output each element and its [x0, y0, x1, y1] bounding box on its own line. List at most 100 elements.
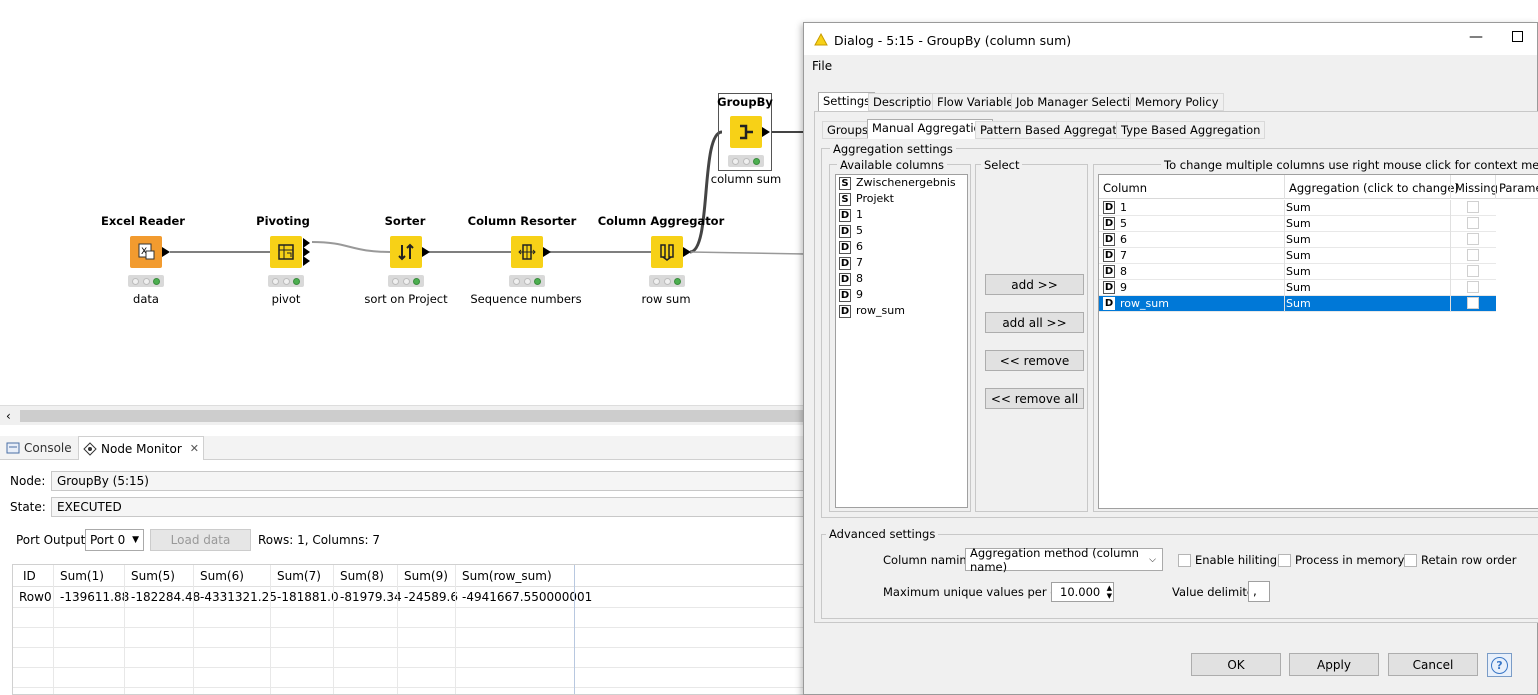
agg-method[interactable]: Sum	[1286, 249, 1311, 262]
sorter-node[interactable]	[390, 236, 422, 268]
agg-method[interactable]: Sum	[1286, 217, 1311, 230]
scroll-left-icon[interactable]: ‹	[6, 409, 11, 423]
table-row[interactable]: Row0 -139611.88 -182284.48 -4331321.25 -…	[13, 587, 804, 607]
menu-file[interactable]: File	[812, 59, 833, 73]
retain-row-order-checkbox[interactable]: Retain row order	[1404, 553, 1516, 567]
tab-type-based-aggregation[interactable]: Type Based Aggregation	[1116, 121, 1266, 139]
output-port[interactable]	[762, 127, 770, 137]
add-button[interactable]: add >>	[985, 274, 1084, 295]
scrollbar-thumb[interactable]	[20, 410, 805, 422]
workflow-canvas[interactable]: Excel Reader X data Pivoting pivot Sorte…	[0, 0, 805, 405]
ok-button[interactable]: OK	[1191, 653, 1281, 676]
output-port[interactable]	[162, 247, 170, 257]
port-select[interactable]: Port 0 ▼	[85, 529, 144, 551]
result-table[interactable]: ID Sum(1) Sum(5) Sum(6) Sum(7) Sum(8) Su…	[12, 564, 805, 695]
node-label-data[interactable]: data	[133, 292, 159, 306]
header-sum-5[interactable]: Sum(5)	[131, 569, 175, 583]
missing-checkbox[interactable]	[1467, 249, 1479, 261]
checkbox-box[interactable]	[1404, 553, 1417, 567]
output-port[interactable]	[683, 247, 691, 257]
header-parameter[interactable]: Paramet	[1499, 181, 1538, 195]
missing-checkbox[interactable]	[1467, 201, 1479, 213]
header-aggregation[interactable]: Aggregation (click to change)	[1289, 181, 1459, 195]
output-port[interactable]	[303, 247, 310, 257]
missing-checkbox[interactable]	[1467, 297, 1479, 309]
header-sum-6[interactable]: Sum(6)	[200, 569, 244, 583]
header-sum-9[interactable]: Sum(9)	[404, 569, 448, 583]
spinner-arrows-icon[interactable]: ▲▼	[1106, 584, 1112, 600]
tab-job-manager-selection[interactable]: Job Manager Selection	[1011, 93, 1150, 111]
aggregation-table[interactable]: Column Aggregation (click to change) Mis…	[1098, 174, 1538, 509]
minimize-icon[interactable]: —	[1469, 29, 1483, 45]
value-delimiter-input[interactable]: ,	[1248, 581, 1270, 602]
canvas-horizontal-scrollbar[interactable]: ‹	[0, 405, 805, 425]
header-id[interactable]: ID	[23, 569, 36, 583]
help-button[interactable]: ?	[1487, 653, 1512, 677]
checkbox-box[interactable]	[1278, 553, 1291, 567]
tab-node-monitor[interactable]: Node Monitor ✕	[78, 436, 204, 460]
checkbox-box[interactable]	[1178, 553, 1191, 567]
load-data-button[interactable]: Load data	[150, 529, 251, 551]
agg-method[interactable]: Sum	[1286, 233, 1311, 246]
agg-method[interactable]: Sum	[1286, 281, 1311, 294]
node-label-sequence-numbers[interactable]: Sequence numbers	[470, 292, 582, 306]
node-label-column-sum[interactable]: column sum	[710, 172, 782, 186]
cancel-button[interactable]: Cancel	[1388, 653, 1478, 676]
node-label-pivot[interactable]: pivot	[271, 292, 301, 306]
enable-hiliting-checkbox[interactable]: Enable hiliting	[1178, 553, 1277, 567]
tab-description[interactable]: Description	[868, 93, 944, 111]
groupby-node[interactable]	[730, 116, 762, 148]
maximize-icon[interactable]	[1512, 31, 1523, 42]
header-sum-7[interactable]: Sum(7)	[277, 569, 321, 583]
output-port[interactable]	[303, 238, 310, 248]
tab-memory-policy[interactable]: Memory Policy	[1130, 93, 1224, 111]
column-aggregator-node[interactable]	[651, 236, 683, 268]
node-label-row-sum[interactable]: row sum	[641, 292, 691, 306]
missing-checkbox[interactable]	[1467, 233, 1479, 245]
add-all-button[interactable]: add all >>	[985, 312, 1084, 333]
header-sum-1[interactable]: Sum(1)	[60, 569, 104, 583]
tab-console[interactable]: Console	[2, 436, 76, 460]
tab-settings[interactable]: Settings	[818, 92, 876, 112]
header-column[interactable]: Column	[1103, 181, 1148, 195]
output-port[interactable]	[422, 247, 430, 257]
header-sum-8[interactable]: Sum(8)	[340, 569, 384, 583]
column-resorter-node[interactable]	[511, 236, 543, 268]
pivoting-node[interactable]	[270, 236, 302, 268]
column-naming-select[interactable]: Aggregation method (column name) ⌵	[965, 546, 1163, 574]
agg-method[interactable]: Sum	[1286, 265, 1311, 278]
remove-button[interactable]: << remove	[985, 350, 1084, 371]
agg-method[interactable]: Sum	[1286, 297, 1311, 310]
agg-method[interactable]: Sum	[1286, 201, 1311, 214]
node-label-sort-on-project[interactable]: sort on Project	[364, 292, 448, 306]
tab-groups[interactable]: Groups	[822, 121, 874, 139]
tab-flow-variables[interactable]: Flow Variables	[932, 93, 1025, 111]
remove-all-button[interactable]: << remove all	[985, 388, 1084, 409]
output-port[interactable]	[303, 256, 310, 266]
tab-pattern-based-aggregation[interactable]: Pattern Based Aggregation	[975, 121, 1140, 139]
header-missing[interactable]: Missing	[1455, 181, 1498, 195]
dialog-titlebar[interactable]: Dialog - 5:15 - GroupBy (column sum) —	[804, 23, 1537, 55]
excel-reader-node[interactable]: X	[130, 236, 162, 268]
apply-button[interactable]: Apply	[1289, 653, 1379, 676]
missing-checkbox[interactable]	[1467, 265, 1479, 277]
close-icon[interactable]: ✕	[189, 442, 199, 455]
max-unique-spinner[interactable]: 10.000 ▲▼	[1051, 582, 1114, 602]
header-sum-row-sum[interactable]: Sum(row_sum)	[462, 569, 552, 583]
